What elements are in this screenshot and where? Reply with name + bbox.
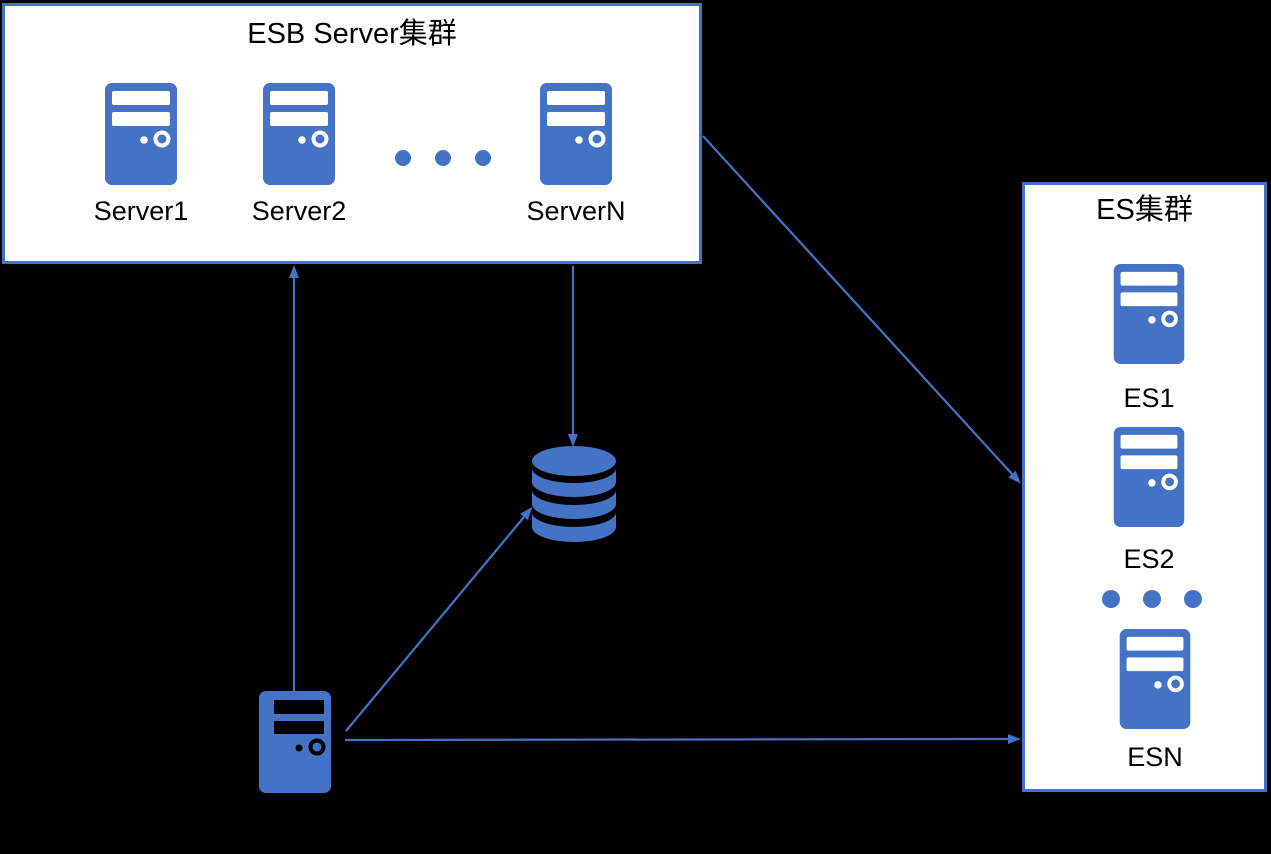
ellipsis-dot-icon (1184, 590, 1202, 608)
server-label: Server1 (93, 196, 189, 226)
server-icon (1113, 427, 1185, 527)
ellipsis-dot-icon (395, 150, 411, 166)
ellipsis-dot-icon (435, 150, 451, 166)
ellipsis-dot-icon (475, 150, 491, 166)
server-label: ES2 (1123, 544, 1175, 574)
arrow-client-to-es (344, 734, 1021, 744)
es-cluster-title: ES集群 (1096, 194, 1193, 226)
server-label: ServerN (526, 196, 626, 226)
ellipsis-dot-icon (1143, 590, 1161, 608)
server-icon (105, 83, 177, 185)
arrow-esb-to-es (702, 135, 1021, 484)
server-label: ESN (1127, 742, 1183, 772)
ellipsis-dot-icon (1102, 590, 1120, 608)
server-label: ES1 (1123, 383, 1175, 413)
server-icon (1113, 264, 1185, 364)
server-icon (1119, 629, 1191, 729)
esb-cluster-title: ESB Server集群 (247, 18, 457, 50)
arrow-client-to-database (345, 507, 533, 732)
server-icon (263, 83, 335, 185)
database-icon (532, 446, 616, 542)
server-icon (540, 83, 612, 185)
server-label: Server2 (251, 196, 347, 226)
client-server-icon (259, 691, 331, 793)
